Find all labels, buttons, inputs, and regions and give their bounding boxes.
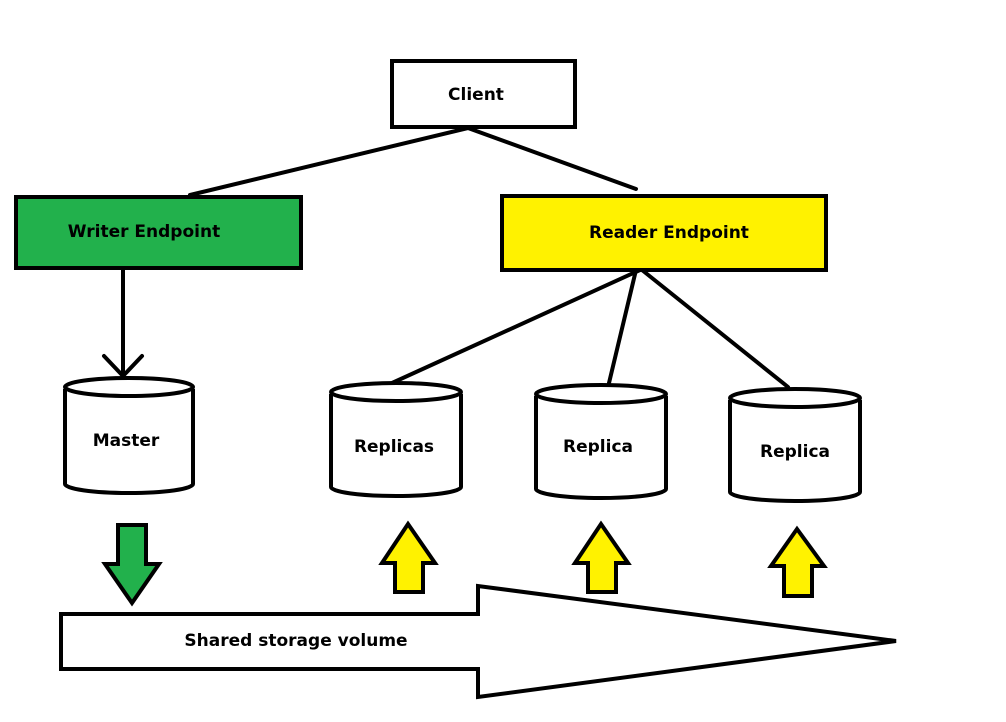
- replica-3-database: [728, 387, 862, 503]
- client-to-writer-line: [188, 126, 470, 197]
- replica-1-label: Replicas: [354, 437, 434, 457]
- replica-1-read-arrow: [378, 520, 439, 594]
- shared-storage-arrow: [59, 583, 897, 700]
- replica-2-read-arrow: [571, 520, 632, 594]
- master-database: [63, 376, 195, 495]
- client-to-reader-line: [466, 126, 638, 191]
- shared-storage-node: Shared storage volume: [59, 583, 897, 700]
- reader-endpoint-label: Reader Endpoint: [589, 223, 749, 243]
- shared-storage-label: Shared storage volume: [184, 631, 407, 651]
- reader-endpoint-node: Reader Endpoint: [500, 194, 828, 272]
- reader-endpoint-box: [500, 194, 828, 272]
- master-write-arrow: [101, 523, 163, 607]
- replica-3-label: Replica: [760, 442, 830, 462]
- replica-1-cylinder-body: [329, 394, 463, 498]
- writer-to-master-arrow: [102, 268, 144, 378]
- replica-2-label: Replica: [563, 437, 633, 457]
- replica-3-cylinder-body: [728, 400, 862, 503]
- replica-1-cylinder-top: [329, 381, 463, 403]
- writer-endpoint-node: Writer Endpoint: [14, 195, 303, 270]
- client-label: Client: [448, 85, 504, 105]
- replica-1-database: [329, 381, 463, 498]
- replica-3-read-arrow: [767, 525, 828, 598]
- reader-to-replica-1-line: [390, 268, 642, 385]
- replica-2-cylinder-body: [534, 396, 668, 500]
- reader-to-replica-2-line: [607, 268, 638, 385]
- master-cylinder-body: [63, 389, 195, 495]
- replica-2-database: [534, 383, 668, 500]
- master-cylinder-top: [63, 376, 195, 398]
- reader-to-replica-3-line: [640, 268, 790, 389]
- client-node: Client: [390, 59, 577, 129]
- master-label: Master: [93, 431, 160, 451]
- writer-endpoint-label: Writer Endpoint: [68, 222, 220, 242]
- writer-endpoint-box: [14, 195, 303, 270]
- client-box: [390, 59, 577, 129]
- replica-2-cylinder-top: [534, 383, 668, 405]
- replica-3-cylinder-top: [728, 387, 862, 409]
